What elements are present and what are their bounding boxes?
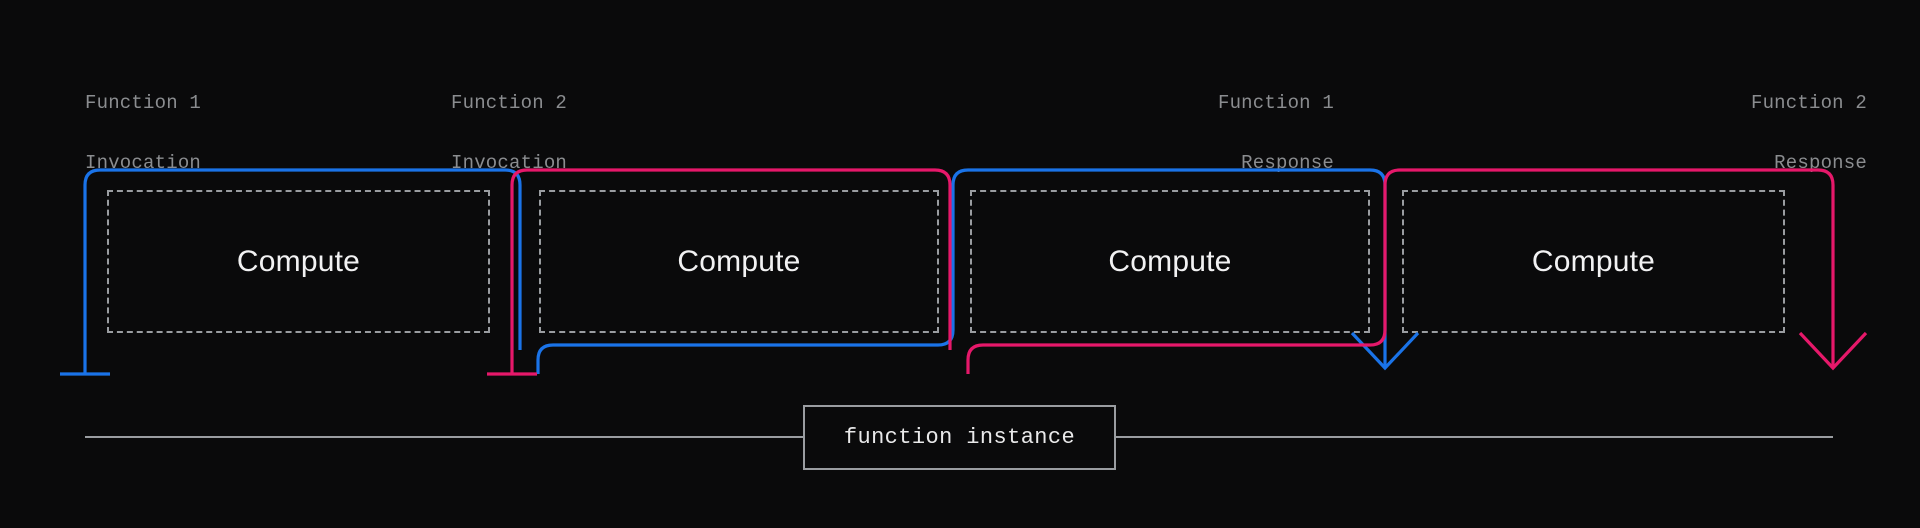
compute-block-1: Compute (107, 190, 490, 333)
phase-label-line2: Response (1774, 152, 1867, 174)
phase-label-function-1-response: Function 1 Response (1218, 58, 1334, 208)
phase-label-line1: Function 2 (1750, 92, 1867, 114)
phase-label-line1: Function 1 (1217, 92, 1334, 114)
compute-block-2: Compute (539, 190, 939, 333)
phase-label-line2: Response (1241, 152, 1334, 174)
phase-label-function-2-response: Function 2 Response (1751, 58, 1867, 208)
phase-label-function-1-invocation: Function 1 Invocation (85, 58, 201, 208)
phase-label-line1: Function 1 (85, 92, 202, 114)
compute-label: Compute (1531, 244, 1656, 278)
compute-label: Compute (1108, 244, 1232, 278)
phase-label-function-2-invocation: Function 2 Invocation (451, 58, 567, 208)
phase-label-line2: Invocation (85, 152, 202, 174)
phase-label-line2: Invocation (451, 152, 568, 174)
function-instance-label: function instance (843, 425, 1076, 450)
compute-label: Compute (236, 244, 361, 278)
function-2-bracket-joiner (966, 343, 984, 374)
compute-block-4: Compute (1402, 190, 1785, 333)
function-instance-box: function instance (803, 405, 1116, 470)
function-1-bracket-joiner (536, 343, 554, 374)
phase-label-line1: Function 2 (451, 92, 568, 114)
function-1-response-arrowhead (1350, 331, 1420, 371)
compute-block-3: Compute (970, 190, 1370, 333)
function-2-response-arrowhead (1798, 331, 1868, 371)
compute-label: Compute (677, 244, 801, 278)
